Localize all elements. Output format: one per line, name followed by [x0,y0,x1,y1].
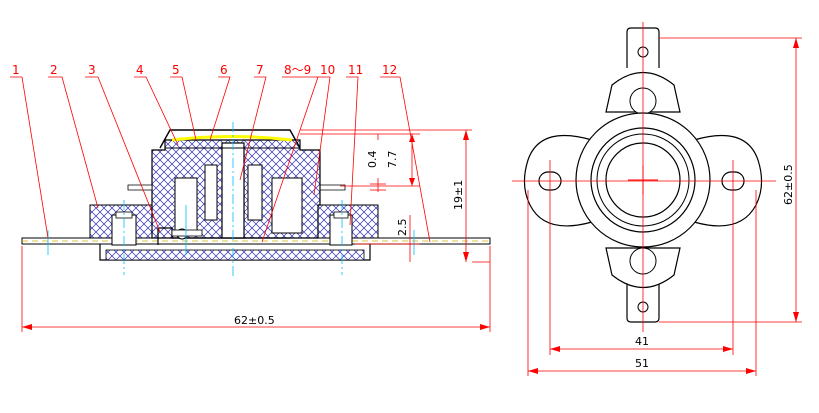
side-dimensions: 62±0.5 19±1 7.7 0.4 2.5 [21,129,491,332]
dim-front-width: 51 [635,357,649,370]
callout-7: 7 [256,63,264,77]
callout-12: 12 [382,63,397,77]
dim-front-height: 62±0.5 [782,164,795,205]
callout-3: 3 [88,63,96,77]
dim-side-height: 19±1 [452,180,465,210]
dim-side-width: 62±0.5 [234,314,275,327]
callout-labels: 1 2 3 4 5 6 7 8～9 10 11 12 [12,63,397,77]
front-dimensions: 62±0.5 41 51 [527,37,802,376]
dim-0-4: 0.4 [366,151,379,169]
front-view [512,22,776,332]
dim-2-5: 2.5 [396,219,409,237]
dim-front-pitch: 41 [635,335,649,348]
bimetal-disc [171,135,293,142]
callout-5: 5 [172,63,180,77]
callout-leaders [10,76,431,243]
callout-4: 4 [136,63,144,77]
side-section-view [21,122,491,278]
callout-10: 10 [320,63,335,77]
callout-2: 2 [50,63,58,77]
callout-11: 11 [348,63,363,77]
contact-spring [157,227,290,245]
right-rivet [329,214,353,246]
dim-7-7: 7.7 [386,151,399,169]
callout-8-9: 8～9 [284,63,311,77]
callout-1: 1 [12,63,20,77]
bimetal-cap [159,129,301,149]
callout-6: 6 [220,63,228,77]
